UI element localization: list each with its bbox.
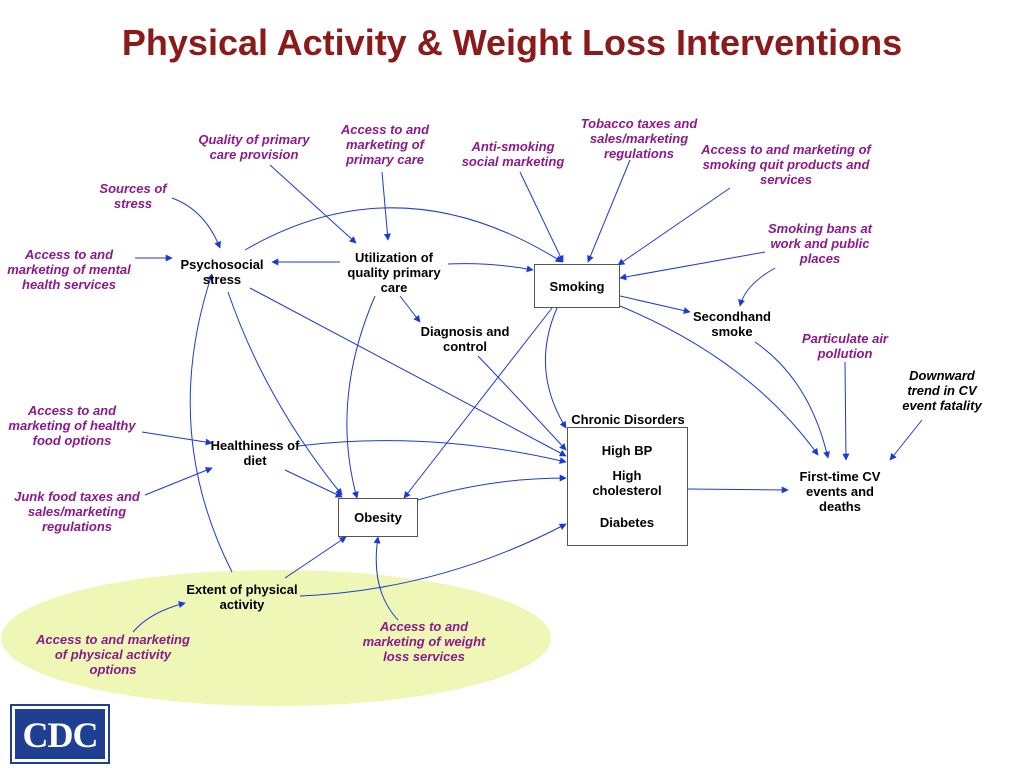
- arrow-weight-loss-to-obesity: [373, 536, 399, 621]
- arrow-diet-to-chronic: [297, 440, 567, 464]
- chronic-item-diabetes: Diabetes: [599, 515, 655, 530]
- node-healthiness-of-diet: Healthiness of diet: [210, 438, 300, 468]
- factor-access-physical-activity: Access to and marketing of physical acti…: [36, 632, 190, 677]
- factor-quality-primary-care: Quality of primary care provision: [198, 132, 310, 162]
- arrow-activity-to-stress: [189, 273, 233, 573]
- physical-activity-highlight-ellipse: [1, 570, 551, 706]
- factor-access-healthy-food: Access to and marketing of healthy food …: [8, 403, 136, 448]
- arrow-smoking-to-secondhand: [619, 295, 691, 315]
- arrow-downward-trend-to-cv: [889, 419, 923, 461]
- arrow-activity-to-obesity: [284, 536, 347, 579]
- arrow-pa-options-to-activity: [132, 601, 186, 633]
- arrow-activity-to-chronic: [299, 523, 567, 597]
- node-smoking: Smoking: [549, 279, 605, 294]
- arrow-utilization-to-obesity: [346, 295, 376, 499]
- node-extent-physical-activity: Extent of physical activity: [186, 582, 298, 612]
- chronic-disorders-heading: Chronic Disorders: [571, 412, 685, 427]
- factor-junk-food-taxes: Junk food taxes and sales/marketing regu…: [14, 489, 140, 534]
- arrow-utilization-to-diagnosis: [399, 295, 421, 323]
- factor-access-weight-loss: Access to and marketing of weight loss s…: [362, 619, 486, 664]
- node-diagnosis-control: Diagnosis and control: [420, 324, 510, 354]
- arrow-anti-smoking-to-smoking: [519, 171, 564, 263]
- arrow-sources-stress-to-stress: [171, 197, 221, 249]
- arrow-smoking-to-cv: [619, 305, 819, 456]
- factor-smoking-bans: Smoking bans at work and public places: [767, 221, 873, 266]
- arrow-stress-to-chronic: [249, 287, 567, 457]
- factor-access-quit-products: Access to and marketing of smoking quit …: [701, 142, 871, 187]
- arrow-smoking-to-obesity: [403, 307, 553, 499]
- node-downward-trend-cv-fatality: Downward trend in CV event fatality: [902, 368, 982, 413]
- arrow-junk-food-to-diet: [144, 467, 213, 496]
- arrow-access-care-to-utilization: [381, 171, 391, 241]
- arrow-quit-products-to-smoking: [617, 187, 731, 266]
- arrow-stress-to-obesity: [227, 291, 343, 496]
- smoking-box: [534, 264, 620, 308]
- factor-particulate-air-pollution: Particulate air pollution: [802, 331, 888, 361]
- factor-access-mental-health: Access to and marketing of mental health…: [7, 247, 131, 292]
- arrow-healthy-food-to-diet: [141, 431, 213, 446]
- cdc-logo: CDC: [10, 704, 110, 764]
- chronic-disorders-box: [567, 427, 688, 546]
- node-psychosocial-stress: Psychosocial stress: [180, 257, 264, 287]
- arrow-tobacco-taxes-to-smoking: [587, 159, 631, 263]
- factor-tobacco-taxes: Tobacco taxes and sales/marketing regula…: [580, 116, 698, 161]
- arrow-stress-to-smoking: [244, 207, 563, 263]
- arrow-smoking-to-chronic: [544, 307, 567, 429]
- page-title: Physical Activity & Weight Loss Interven…: [121, 22, 903, 63]
- factor-sources-of-stress: Sources of stress: [99, 181, 167, 211]
- node-obesity: Obesity: [354, 510, 402, 525]
- arrow-secondhand-to-cv: [754, 341, 830, 459]
- arrow-particulate-to-cv: [842, 361, 850, 461]
- chronic-item-high-cholesterol: High cholesterol: [592, 468, 662, 498]
- arrow-obesity-to-chronic: [417, 474, 567, 501]
- arrow-utilization-to-smoking: [447, 263, 534, 273]
- arrow-diagnosis-to-chronic: [477, 355, 567, 451]
- node-first-time-cv-events: First-time CV events and deaths: [799, 469, 881, 514]
- obesity-box: [338, 498, 418, 537]
- arrow-smoking-bans-to-secondhand: [738, 267, 776, 307]
- arrow-diet-to-obesity: [284, 469, 343, 498]
- chronic-item-high-bp: High BP: [601, 443, 653, 458]
- node-secondhand-smoke: Secondhand smoke: [692, 309, 771, 339]
- arrow-smoking-bans-to-smoking: [619, 251, 766, 281]
- arrow-chronic-to-cv: [687, 486, 789, 494]
- factor-access-primary-care: Access to and marketing of primary care: [340, 122, 430, 167]
- arrow-quality-care-to-utilization: [269, 164, 357, 244]
- factor-anti-smoking-marketing: Anti-smoking social marketing: [461, 139, 565, 169]
- node-utilization-primary-care: Utilization of quality primary care: [347, 250, 441, 295]
